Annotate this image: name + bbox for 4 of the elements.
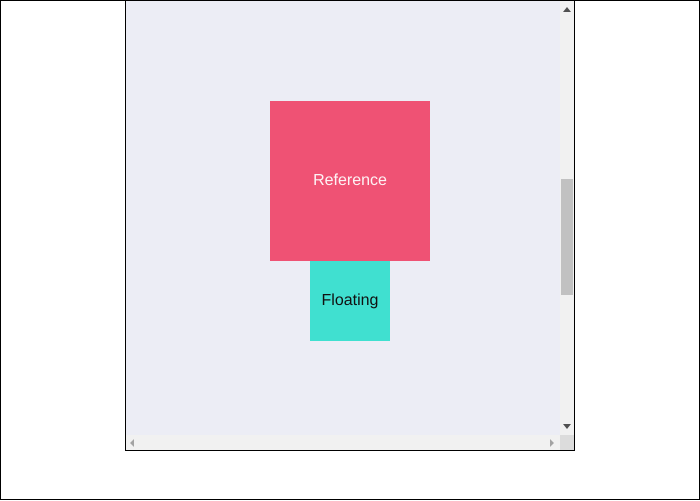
- reference-box: [270, 101, 430, 261]
- box-label: Reference: [313, 172, 387, 190]
- box-label: Floating: [322, 292, 378, 310]
- floating-box: [310, 261, 390, 341]
